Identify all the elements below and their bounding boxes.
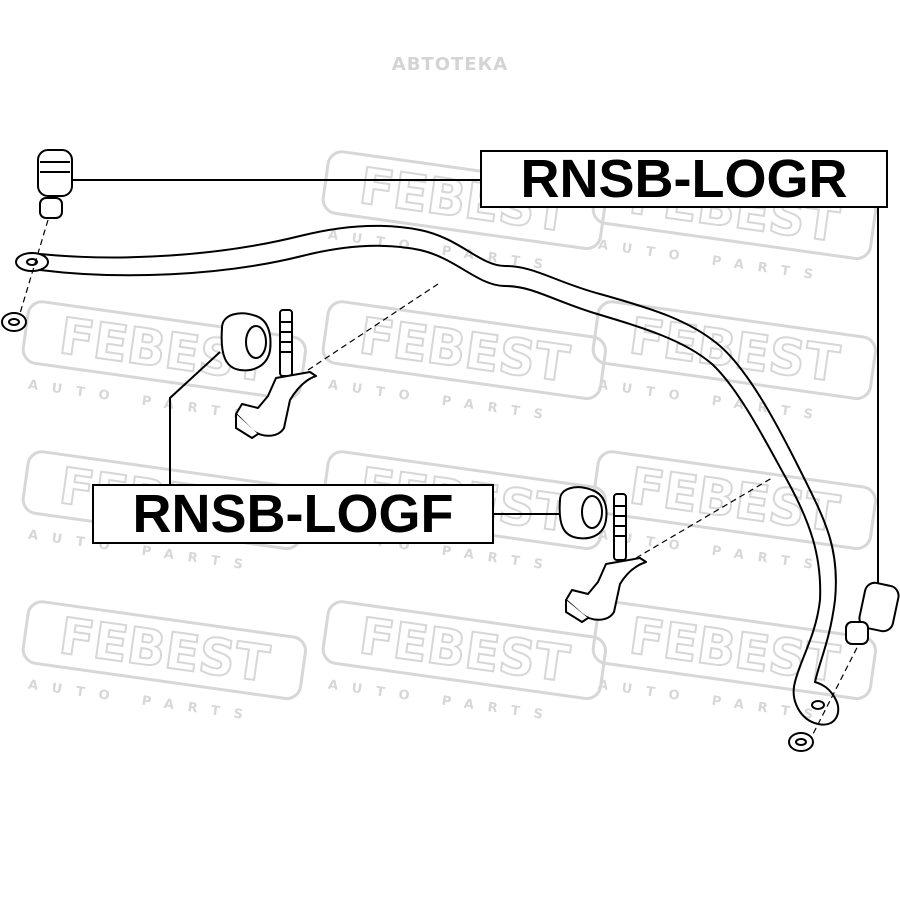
stabilizer-bar-bottom-edge <box>39 244 822 683</box>
assembly-lines <box>17 219 867 741</box>
right-bar-end-eye <box>792 681 840 726</box>
callout-leaders <box>72 179 879 584</box>
right-bar-end-hole <box>811 700 825 710</box>
left-link-axis <box>17 219 49 321</box>
left-bushing-washer <box>39 197 63 219</box>
front-bracket-axis-right <box>635 477 773 559</box>
left-bracket-assembly <box>220 309 317 439</box>
left-bracket-clamp <box>235 371 317 437</box>
front-bracket-axis-left <box>307 283 439 371</box>
right-bushing-body <box>858 581 900 633</box>
site-watermark: АВТОТЕКА <box>391 54 509 75</box>
stabilizer-bar <box>15 224 840 726</box>
left-end-link-bushing <box>1 149 73 332</box>
front-part-number-label[interactable]: RNSB-LOGF <box>92 484 494 544</box>
stabilizer-bar-top-edge <box>39 224 837 683</box>
left-bar-end-eye <box>15 252 49 272</box>
right-bracket-clamp <box>565 557 647 621</box>
right-link-axis <box>809 629 867 741</box>
right-bushing-washer <box>845 621 869 645</box>
left-bar-end-hole <box>26 258 38 266</box>
front-leader-left <box>169 351 221 484</box>
right-end-link-bushing <box>788 581 900 752</box>
right-bracket-assembly <box>558 486 647 623</box>
rear-part-number-label[interactable]: RNSB-LOGR <box>480 150 888 208</box>
